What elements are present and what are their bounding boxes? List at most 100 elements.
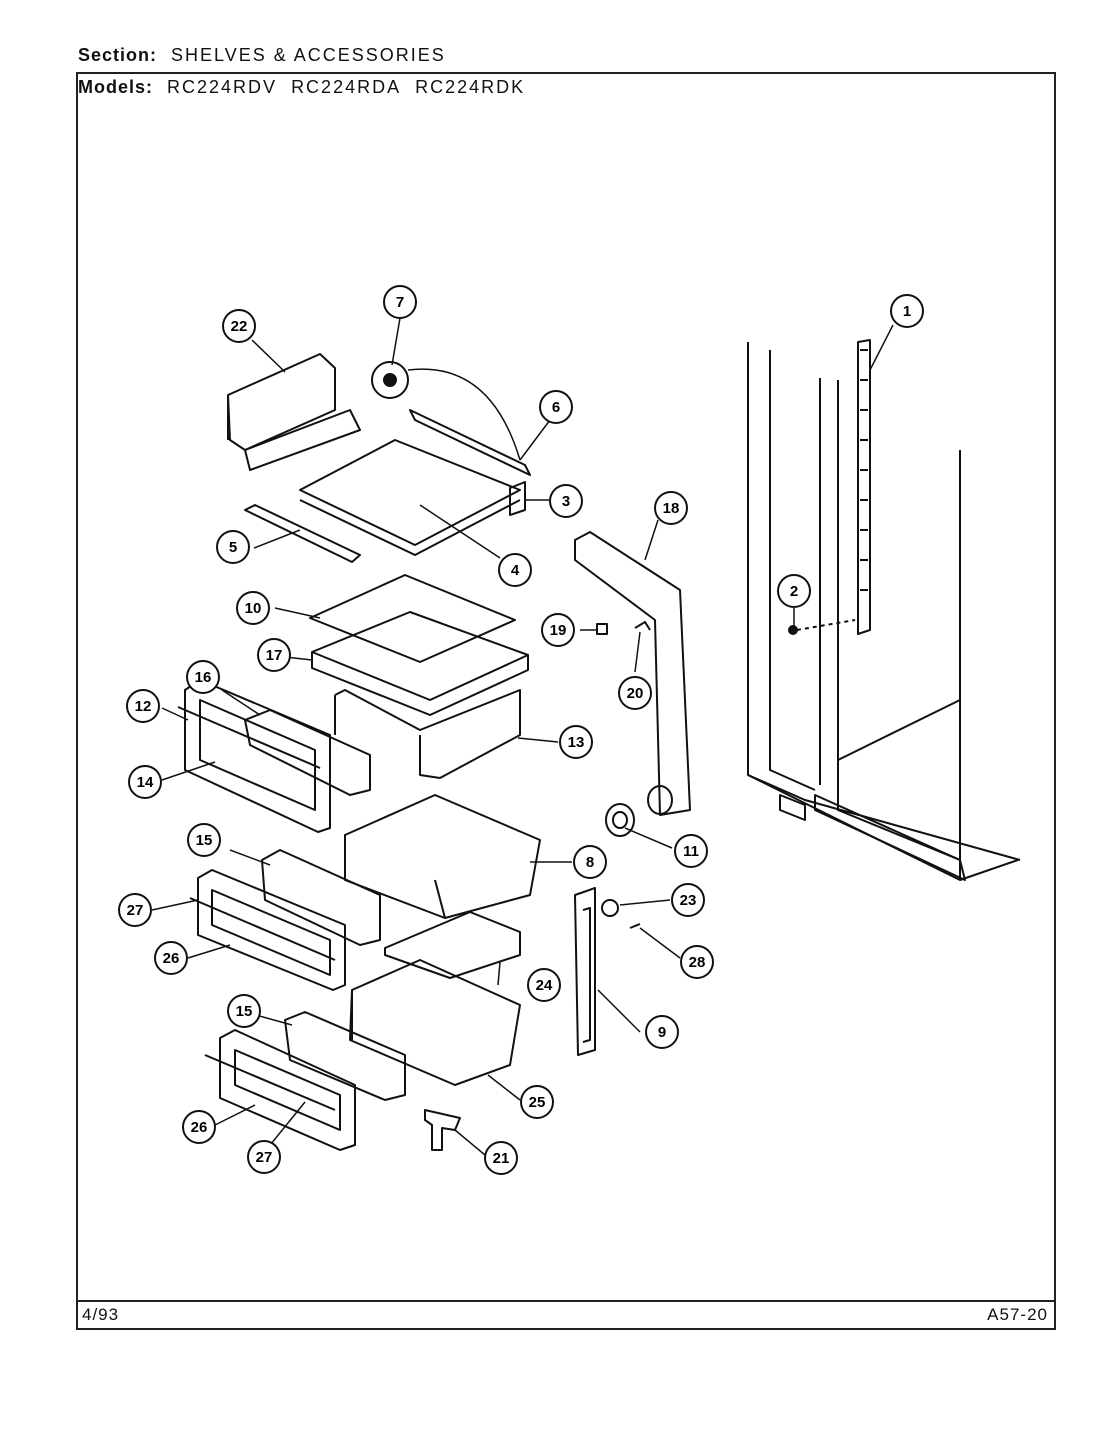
part-22-top-cover [227, 353, 361, 471]
callout-number: 12 [135, 698, 152, 715]
part-26-drawer-front [189, 849, 381, 991]
callout-28: 28 [680, 945, 714, 979]
part-25-lower-pan [349, 959, 521, 1086]
footer-rule [76, 1300, 1056, 1302]
callout-number: 13 [568, 734, 585, 751]
section-label: Section: [78, 45, 158, 65]
callout-number: 27 [127, 902, 144, 919]
model-number: RC224RDV [167, 77, 278, 97]
part-19-fastener [596, 623, 608, 635]
part-26-lower-drawer-front [204, 1011, 406, 1151]
callout-13: 13 [559, 725, 593, 759]
callout-number: 27 [256, 1149, 273, 1166]
cabinet-outline [747, 342, 1021, 881]
callout-number: 9 [658, 1024, 666, 1041]
callout-number: 3 [562, 493, 570, 510]
part-11-bushing [605, 803, 635, 837]
part-7-clip [371, 361, 521, 461]
callout-number: 10 [245, 600, 262, 617]
callout-number: 25 [529, 1094, 546, 1111]
callout-5: 5 [216, 530, 250, 564]
part-18-divider-support [574, 531, 691, 816]
part-10-crisper-cover-glass [309, 574, 516, 663]
callout-16: 16 [186, 660, 220, 694]
callout-number: 14 [137, 774, 154, 791]
callout-26: 26 [182, 1110, 216, 1144]
callout-25: 25 [520, 1085, 554, 1119]
leader-lines [151, 317, 894, 1156]
part-1-shelf-rail [857, 339, 871, 635]
callout-12: 12 [126, 689, 160, 723]
callout-6: 6 [539, 390, 573, 424]
part-6-rear-trim [409, 409, 531, 476]
callout-number: 16 [195, 669, 212, 686]
callout-number: 11 [683, 843, 699, 860]
diagram-frame [76, 72, 1056, 1330]
part-20-clip [634, 621, 651, 631]
model-number: RC224RDA [291, 77, 402, 97]
callout-3: 3 [549, 484, 583, 518]
callout-number: 20 [627, 685, 644, 702]
callout-number: 5 [229, 539, 237, 556]
callout-number: 15 [196, 832, 213, 849]
callout-17: 17 [257, 638, 291, 672]
callout-number: 26 [163, 950, 180, 967]
callout-number: 17 [266, 647, 283, 664]
callout-number: 18 [663, 500, 680, 517]
callout-20: 20 [618, 676, 652, 710]
models-heading: Models: RC224RDV RC224RDA RC224RDK [78, 77, 525, 98]
callout-10: 10 [236, 591, 270, 625]
callout-8: 8 [573, 845, 607, 879]
part-9-divider-trim [574, 887, 596, 1056]
callout-15: 15 [187, 823, 221, 857]
callout-number: 15 [236, 1003, 253, 1020]
callout-number: 26 [191, 1119, 208, 1136]
page-code: A57-20 [987, 1305, 1048, 1324]
callout-number: 7 [396, 294, 404, 311]
callout-15: 15 [227, 994, 261, 1028]
callout-4: 4 [498, 553, 532, 587]
callout-number: 22 [231, 318, 248, 335]
part-4-glass-shelf [299, 439, 526, 556]
callout-1: 1 [890, 294, 924, 328]
callout-number: 19 [550, 622, 567, 639]
section-heading: Section: SHELVES & ACCESSORIES [78, 45, 446, 66]
callout-21: 21 [484, 1141, 518, 1175]
callout-2: 2 [777, 574, 811, 608]
part-8-crisper-pan [344, 794, 541, 919]
callout-number: 24 [536, 977, 553, 994]
callout-11: 11 [674, 834, 708, 868]
callout-number: 21 [493, 1150, 510, 1167]
callout-23: 23 [671, 883, 705, 917]
callout-22: 22 [222, 309, 256, 343]
callout-14: 14 [128, 765, 162, 799]
callout-number: 28 [689, 954, 706, 971]
callout-number: 6 [552, 399, 560, 416]
model-number: RC224RDK [415, 77, 526, 97]
part-23-cap [601, 899, 619, 917]
callout-7: 7 [383, 285, 417, 319]
callout-18: 18 [654, 491, 688, 525]
part-12-drawer-front [177, 679, 371, 833]
callout-27: 27 [247, 1140, 281, 1174]
part-13-crisper-pan [334, 689, 521, 779]
callout-number: 2 [790, 583, 798, 600]
part-5-front-trim [244, 504, 361, 563]
callout-number: 8 [586, 854, 594, 871]
callout-24: 24 [527, 968, 561, 1002]
revision-date: 4/93 [82, 1305, 120, 1324]
callout-26: 26 [154, 941, 188, 975]
models-label: Models: [78, 77, 154, 97]
callout-number: 4 [511, 562, 520, 579]
callout-27: 27 [118, 893, 152, 927]
part-28-screw [629, 923, 641, 929]
part-17-crisper-frame [311, 611, 529, 716]
callout-19: 19 [541, 613, 575, 647]
callout-group: 1234567891011121314151516171819202122232… [118, 285, 924, 1175]
section-value: SHELVES & ACCESSORIES [171, 45, 446, 65]
part-2-screw [788, 619, 856, 635]
part-24-pan-frame [384, 911, 521, 979]
callout-number: 1 [903, 303, 911, 320]
callout-number: 23 [680, 892, 697, 909]
